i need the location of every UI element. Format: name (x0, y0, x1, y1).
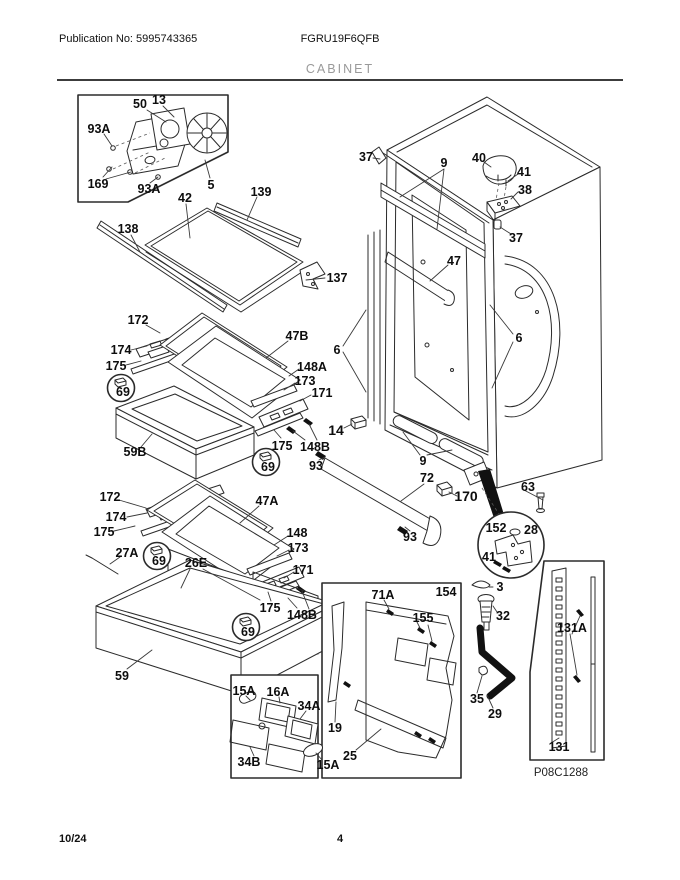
shelf-42-group (96, 202, 326, 313)
drawer-59 (95, 548, 337, 695)
model-number: FGRU19F6QFB (300, 33, 380, 45)
fan-assembly-inset (77, 94, 229, 203)
section-title: CABINET (305, 62, 375, 76)
drain-parts (471, 580, 516, 700)
diagram-code: P08C1288 (533, 767, 589, 779)
bottom-hinge-group (315, 415, 545, 546)
hinge-detail-circle (477, 511, 545, 579)
shelf-47b-group (130, 312, 313, 437)
grommet-circles (106, 373, 281, 642)
basket-59b (115, 385, 255, 480)
leader-lines (102, 105, 581, 761)
cabinet-shell (367, 96, 603, 489)
shelf-47a-group (85, 479, 306, 605)
revision-date: 10/24 (59, 833, 87, 845)
page-number: 4 (336, 833, 344, 845)
header-rule (57, 79, 623, 81)
top-hinge-group (482, 155, 521, 230)
rail-box (529, 560, 605, 761)
lamp-parts-box (229, 674, 323, 779)
clip-14 (350, 415, 367, 430)
back-panel-box (321, 582, 462, 779)
publication-number: Publication No: 5995743365 (59, 33, 198, 45)
